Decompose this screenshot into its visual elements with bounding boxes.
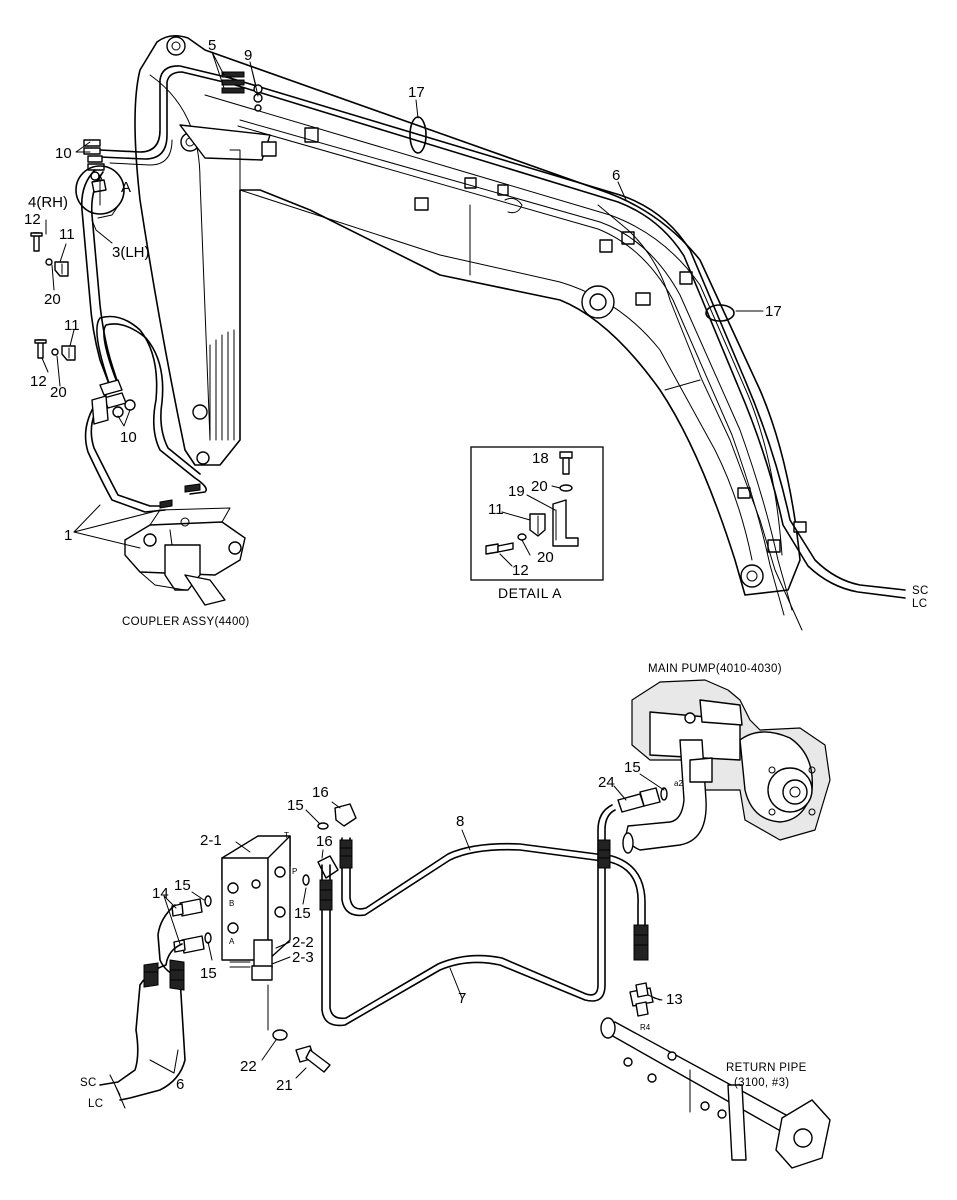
- callout-11-lower: 11: [64, 317, 80, 334]
- callout-5: 5: [208, 37, 216, 54]
- hose-8: [339, 837, 649, 961]
- callout-20-upper: 20: [44, 291, 61, 308]
- callout-2-2: 2-2: [292, 934, 314, 951]
- leader-lines-bottom: [149, 773, 665, 1079]
- callout-13: 13: [666, 991, 683, 1008]
- callout-12-upper: 12: [24, 211, 41, 228]
- tee-13: [629, 982, 661, 1017]
- elbow-fittings-16: [302, 803, 357, 886]
- lc-label-bottom: LC: [88, 1098, 103, 1110]
- callout-24: 24: [598, 774, 615, 791]
- detail-callout-18: 18: [532, 450, 549, 467]
- callout-6-bottom: 6: [176, 1076, 184, 1093]
- callout-16-bottom: 16: [316, 833, 333, 850]
- port-markings: T P B A a2 R4: [229, 779, 683, 1032]
- callout-20-lower: 20: [50, 384, 67, 401]
- port-p: P: [292, 867, 297, 876]
- callout-12-lower: 12: [30, 373, 47, 390]
- callout-6: 6: [612, 167, 620, 184]
- detail-callout-20-top: 20: [531, 478, 548, 495]
- detail-a-callouts: 18 20 19 11 20 12 DETAIL A: [488, 450, 562, 601]
- callout-10-top: 10: [55, 145, 72, 162]
- detail-callout-19: 19: [508, 483, 525, 500]
- lc-label-top: LC: [912, 598, 927, 610]
- callout-15-left: 15: [174, 877, 191, 894]
- detail-a-box: [470, 446, 604, 581]
- port-a: A: [229, 937, 235, 946]
- callout-21: 21: [276, 1077, 293, 1094]
- detail-callout-20-bottom: 20: [537, 549, 554, 566]
- callout-16-top: 16: [312, 784, 329, 801]
- sc-label-bottom: SC: [80, 1077, 97, 1089]
- callout-17-top: 17: [408, 84, 425, 101]
- callout-22: 22: [240, 1058, 257, 1075]
- main-pump: [622, 679, 831, 854]
- callout-7: 7: [458, 990, 466, 1007]
- bottom-callouts: MAIN PUMP(4010-4030) 2-1 15 16 16 15 14 …: [80, 663, 807, 1110]
- coupler-assy-label: COUPLER ASSY(4400): [122, 616, 249, 628]
- hose-7: [319, 804, 616, 1027]
- port-t: T: [284, 831, 289, 840]
- washer-22: [272, 1029, 288, 1041]
- callout-3-lh: 3(LH): [112, 244, 150, 261]
- boom-hoses: [99, 65, 906, 631]
- return-pipe-ref: (3100, #3): [734, 1077, 789, 1089]
- top-callouts: 5 9 17 6 17 10 A 4(RH) 12 11 3(LH) 20 11…: [24, 37, 929, 628]
- leader-lines-top: [41, 51, 764, 549]
- port-b: B: [229, 899, 234, 908]
- callout-14: 14: [152, 885, 169, 902]
- callout-15-pump: 15: [624, 759, 641, 776]
- detail-a-marker: [75, 165, 125, 215]
- bolt-21: [295, 1045, 331, 1073]
- callout-10-bottom: 10: [120, 429, 137, 446]
- valve-block: [221, 835, 291, 981]
- boom-structure: [134, 34, 807, 596]
- hose-6-bottom: [99, 904, 186, 1109]
- clamp-set-lower: [34, 339, 76, 361]
- callout-8: 8: [456, 813, 464, 830]
- main-pump-label: MAIN PUMP(4010-4030): [648, 663, 782, 675]
- coupler-assy: [124, 507, 246, 606]
- sc-label-top: SC: [912, 585, 929, 597]
- callout-15-right: 15: [294, 905, 311, 922]
- boom-top-fittings: [221, 71, 263, 112]
- cable-tie-17-right: [705, 304, 735, 322]
- clamp-set-upper: [30, 232, 69, 277]
- callout-11-upper: 11: [59, 226, 75, 243]
- callout-17-right: 17: [765, 303, 782, 320]
- callout-15-top: 15: [287, 797, 304, 814]
- left-hoses: [80, 139, 208, 513]
- callout-1: 1: [64, 527, 72, 544]
- callout-2-1: 2-1: [200, 832, 222, 849]
- callout-a: A: [121, 179, 131, 196]
- callout-15-bottom: 15: [200, 965, 217, 982]
- detail-callout-12: 12: [512, 562, 529, 579]
- port-a2: a2: [674, 779, 683, 788]
- callout-9: 9: [244, 47, 252, 64]
- return-pipe: [600, 1017, 831, 1169]
- valve-fittings-left: [171, 895, 212, 954]
- callout-2-3: 2-3: [292, 949, 314, 966]
- return-pipe-label: RETURN PIPE: [726, 1062, 807, 1074]
- detail-a-title: DETAIL A: [498, 585, 562, 601]
- detail-callout-11: 11: [488, 501, 504, 518]
- callout-4-rh: 4(RH): [28, 194, 68, 211]
- port-r4: R4: [640, 1023, 651, 1032]
